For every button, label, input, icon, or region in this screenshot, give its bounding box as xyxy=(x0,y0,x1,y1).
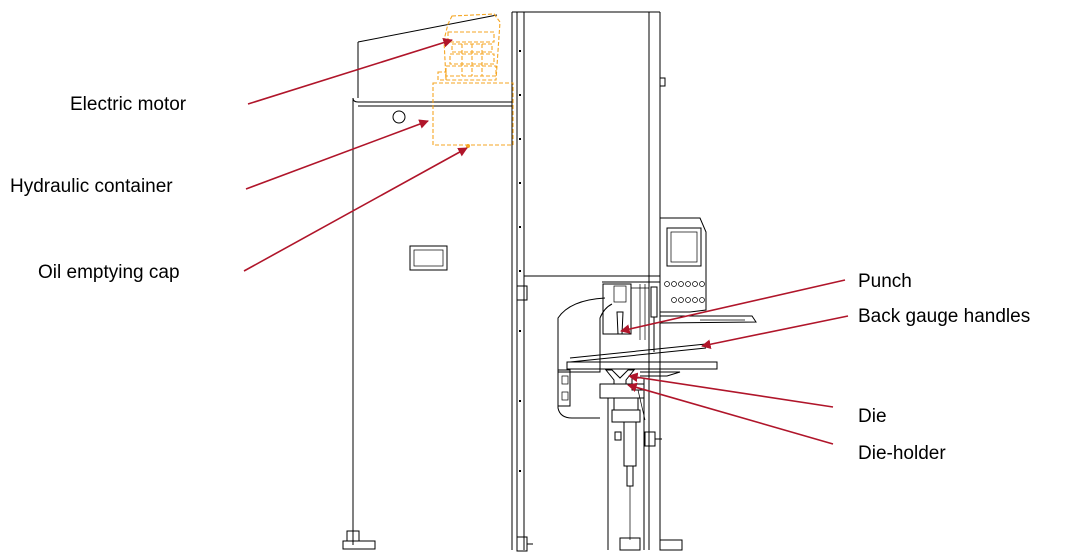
control-panel xyxy=(659,217,757,324)
label-back-gauge-handles: Back gauge handles xyxy=(858,306,1030,327)
electric-motor-highlight xyxy=(437,13,501,81)
leader-oil-emptying-cap xyxy=(243,147,468,272)
label-hydraulic-container: Hydraulic container xyxy=(10,176,173,197)
label-die: Die xyxy=(858,406,887,427)
hydraulic-container-highlight xyxy=(432,82,514,146)
main-frame xyxy=(511,11,666,552)
leader-hydraulic-container xyxy=(245,119,429,190)
leader-punch xyxy=(620,279,846,334)
control-screen xyxy=(666,227,702,267)
access-panel xyxy=(409,245,448,271)
leader-electric-motor xyxy=(247,38,453,105)
lower-column xyxy=(607,398,683,551)
leader-back-gauge-handles xyxy=(701,315,849,349)
oil-cap-highlight xyxy=(466,144,470,148)
callout-labels: Electric motor Hydraulic container Oil e… xyxy=(10,94,1030,464)
sight-glass-icon xyxy=(392,110,406,124)
punch-body xyxy=(602,283,632,335)
rear-housing xyxy=(342,14,512,550)
leader-die xyxy=(628,372,834,408)
leader-die-holder xyxy=(627,382,834,445)
machine-drawing xyxy=(342,11,757,552)
control-buttons xyxy=(664,281,705,303)
label-electric-motor: Electric motor xyxy=(70,94,187,115)
highlight-components xyxy=(432,13,514,148)
die xyxy=(604,369,636,385)
c-frame xyxy=(557,276,718,421)
label-punch: Punch xyxy=(858,271,912,292)
leader-lines xyxy=(243,38,849,445)
label-oil-emptying-cap: Oil emptying cap xyxy=(38,262,180,283)
die-holder xyxy=(599,383,645,399)
label-die-holder: Die-holder xyxy=(858,443,946,464)
